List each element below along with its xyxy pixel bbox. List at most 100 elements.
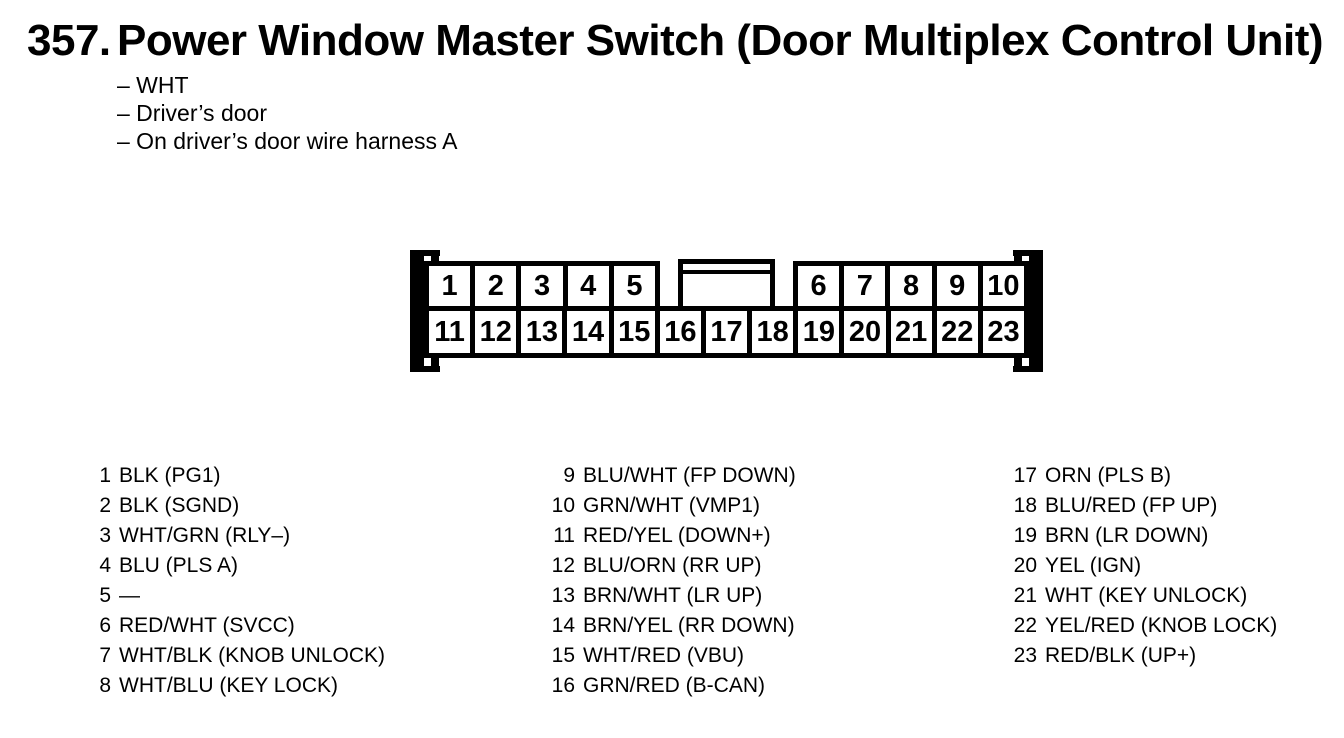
connector-keyway-rib bbox=[683, 264, 770, 274]
pin-label: WHT/BLK (KNOB UNLOCK) bbox=[119, 644, 386, 667]
pin-cell-19: 19 bbox=[798, 311, 840, 353]
connector-tab-bottom-left-nub bbox=[431, 353, 439, 366]
pin-row-desc: 17 ORN (PLS B) bbox=[1008, 461, 1277, 491]
pin-number: 18 bbox=[1013, 494, 1037, 517]
pin-row-desc: 5 — bbox=[95, 581, 385, 611]
pin-cell-8: 8 bbox=[890, 266, 932, 306]
note-line: – Driver’s door bbox=[117, 100, 267, 126]
pin-row-desc: 9 BLU/WHT (FP DOWN) bbox=[546, 461, 796, 491]
pin-number: 17 bbox=[1013, 464, 1037, 487]
pin-cell-22: 22 bbox=[936, 311, 978, 353]
pin-label: RED/WHT (SVCC) bbox=[119, 614, 295, 637]
pin-label: WHT/RED (VBU) bbox=[583, 644, 744, 667]
pin-label: BLU/RED (FP UP) bbox=[1045, 494, 1218, 517]
pin-row-desc: 13 BRN/WHT (LR UP) bbox=[546, 581, 796, 611]
connector-tab-bottom-right bbox=[1013, 366, 1043, 372]
pin-row-desc: 22 YEL/RED (KNOB LOCK) bbox=[1008, 611, 1278, 641]
pin-label: YEL/RED (KNOB LOCK) bbox=[1045, 614, 1278, 637]
pin-cell-5: 5 bbox=[613, 266, 656, 306]
pin-cell-13: 13 bbox=[521, 311, 563, 353]
pin-number: 12 bbox=[551, 554, 575, 577]
pin-row-desc: 23 RED/BLK (UP+) bbox=[1008, 641, 1277, 671]
pin-cell-3: 3 bbox=[521, 266, 563, 306]
page-title: Power Window Master Switch (Door Multipl… bbox=[117, 16, 1324, 65]
pin-cell-9: 9 bbox=[936, 266, 978, 306]
pin-cell-6: 6 bbox=[798, 266, 840, 306]
pin-cell-18: 18 bbox=[752, 311, 794, 353]
pin-label: RED/YEL (DOWN+) bbox=[583, 524, 771, 547]
pin-number: 11 bbox=[553, 524, 575, 547]
pin-number: 21 bbox=[1013, 584, 1037, 607]
pin-cell-4: 4 bbox=[567, 266, 609, 306]
connector-tab-top-left bbox=[410, 250, 440, 256]
pin-cell-1: 1 bbox=[429, 266, 471, 306]
figure-number: 357. bbox=[27, 16, 111, 65]
pin-row-desc: 11 RED/YEL (DOWN+) bbox=[546, 521, 796, 551]
pin-number: 19 bbox=[1013, 524, 1037, 547]
pin-number: 13 bbox=[551, 584, 575, 607]
pin-cell-20: 20 bbox=[844, 311, 886, 353]
note-line: – On driver’s door wire harness A bbox=[117, 128, 458, 154]
pin-row-desc: 10 GRN/WHT (VMP1) bbox=[546, 491, 796, 521]
connector-left-cap bbox=[410, 250, 424, 372]
pin-row-desc: 12 BLU/ORN (RR UP) bbox=[546, 551, 796, 581]
pin-label: BLK (PG1) bbox=[119, 464, 221, 487]
connector-diagram: 1 2 3 4 5 6 7 8 9 10 11 12 13 14 15 16 1… bbox=[410, 250, 1043, 372]
pin-number: 5 bbox=[99, 584, 111, 607]
pin-label: BRN (LR DOWN) bbox=[1045, 524, 1209, 547]
pin-row-desc: 15 WHT/RED (VBU) bbox=[546, 641, 796, 671]
pin-label: BRN/WHT (LR UP) bbox=[583, 584, 763, 607]
pin-row-desc: 4 BLU (PLS A) bbox=[95, 551, 385, 581]
pin-cell-17: 17 bbox=[705, 311, 748, 353]
pin-label: GRN/RED (B-CAN) bbox=[583, 674, 765, 697]
pin-row-desc: 1 BLK (PG1) bbox=[95, 461, 385, 491]
connector-keyway bbox=[678, 259, 775, 311]
pin-row-desc: 21 WHT (KEY UNLOCK) bbox=[1008, 581, 1277, 611]
pin-label: ORN (PLS B) bbox=[1045, 464, 1172, 487]
pin-label: BLU/ORN (RR UP) bbox=[583, 554, 762, 577]
pin-label: BRN/YEL (RR DOWN) bbox=[583, 614, 795, 637]
pin-cell-12: 12 bbox=[475, 311, 517, 353]
pin-row-desc: 2 BLK (SGND) bbox=[95, 491, 385, 521]
pin-row-desc: 6 RED/WHT (SVCC) bbox=[95, 611, 385, 641]
pin-number: 8 bbox=[99, 674, 111, 697]
connector-right-cap bbox=[1029, 250, 1043, 372]
pin-list-column-2: 9 BLU/WHT (FP DOWN) 10 GRN/WHT (VMP1) 11… bbox=[546, 461, 796, 701]
pin-label: BLK (SGND) bbox=[119, 494, 240, 517]
pin-number: 6 bbox=[99, 614, 111, 637]
pin-cell-14: 14 bbox=[567, 311, 609, 353]
pin-cell-15: 15 bbox=[613, 311, 655, 353]
pin-number: 4 bbox=[99, 554, 111, 577]
pin-row-desc: 20 YEL (IGN) bbox=[1008, 551, 1277, 581]
pin-number: 10 bbox=[551, 494, 575, 517]
pin-cell-2: 2 bbox=[475, 266, 517, 306]
connector-notes: – WHT – Driver’s door – On driver’s door… bbox=[117, 71, 457, 155]
pin-number: 23 bbox=[1013, 644, 1037, 667]
pin-number: 15 bbox=[551, 644, 575, 667]
connector-tab-bottom-right-nub bbox=[1014, 353, 1022, 366]
pin-list-column-3: 17 ORN (PLS B) 18 BLU/RED (FP UP) 19 BRN… bbox=[1008, 461, 1278, 671]
pin-row-bottom: 11 12 13 14 15 16 17 18 19 20 21 22 23 bbox=[424, 306, 1029, 358]
pin-label: GRN/WHT (VMP1) bbox=[583, 494, 760, 517]
pin-number: 20 bbox=[1013, 554, 1037, 577]
pin-cell-10: 10 bbox=[982, 266, 1025, 306]
pin-row-top-right: 6 7 8 9 10 bbox=[793, 261, 1029, 311]
pin-number: 16 bbox=[551, 674, 575, 697]
pin-row-desc: 14 BRN/YEL (RR DOWN) bbox=[546, 611, 796, 641]
pin-label: YEL (IGN) bbox=[1045, 554, 1142, 577]
connector-tab-bottom-left bbox=[410, 366, 440, 372]
pin-number: 22 bbox=[1013, 614, 1037, 637]
pin-list-column-1: 1 BLK (PG1) 2 BLK (SGND) 3 WHT/GRN (RLY–… bbox=[95, 461, 385, 701]
pin-row-desc: 7 WHT/BLK (KNOB UNLOCK) bbox=[95, 641, 385, 671]
pin-row-desc: 3 WHT/GRN (RLY–) bbox=[95, 521, 385, 551]
pin-number: 3 bbox=[99, 524, 111, 547]
pin-label: BLU/WHT (FP DOWN) bbox=[583, 464, 796, 487]
pin-label: WHT/GRN (RLY–) bbox=[119, 524, 291, 547]
pin-number: 2 bbox=[99, 494, 111, 517]
pin-number: 14 bbox=[551, 614, 575, 637]
pin-row-top-left: 1 2 3 4 5 bbox=[424, 261, 660, 311]
pin-label: WHT/BLU (KEY LOCK) bbox=[119, 674, 338, 697]
pin-cell-23: 23 bbox=[982, 311, 1025, 353]
connector-tab-top-right bbox=[1013, 250, 1043, 256]
